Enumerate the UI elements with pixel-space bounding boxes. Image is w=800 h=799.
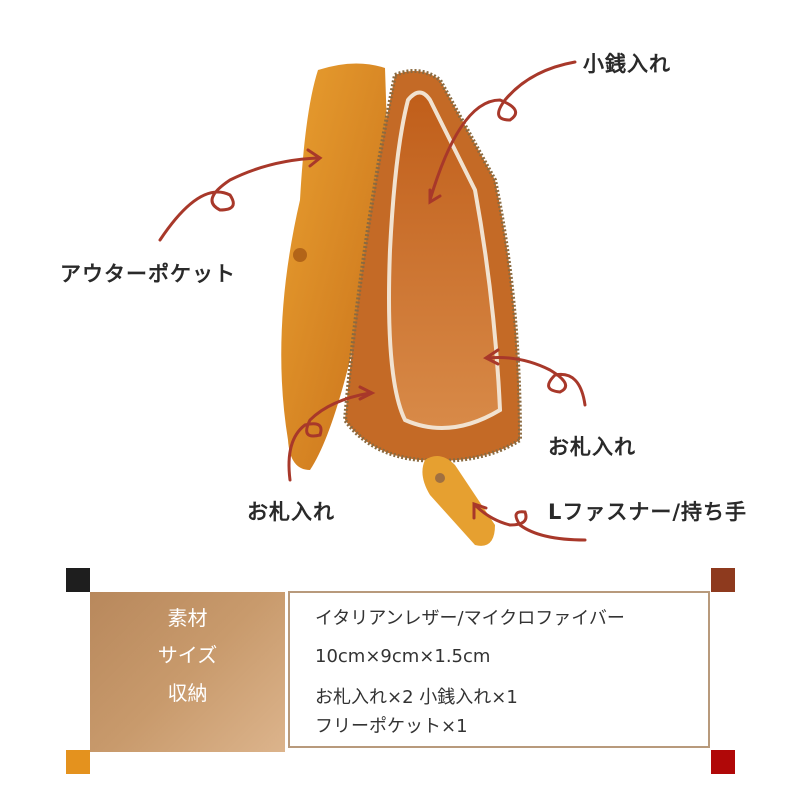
outer-pocket-flap	[281, 63, 388, 471]
wallet-photo	[158, 60, 587, 546]
spec-label-material: 素材	[167, 606, 208, 630]
spec-values-box: イタリアンレザー/マイクロファイバー 10cm×9cm×1.5cm お札入れ×2…	[288, 591, 710, 748]
spec-label-storage: 収納	[167, 681, 208, 705]
callout-bill-pocket-right: お札入れ	[548, 435, 636, 459]
snap-button	[293, 248, 307, 262]
corner-square-brown	[711, 568, 735, 592]
callout-coin-pocket: 小銭入れ	[583, 52, 671, 76]
zipper-pull-handle	[422, 456, 495, 546]
corner-square-orange	[66, 750, 90, 774]
corner-square-red	[711, 750, 735, 774]
spec-label-size: サイズ	[157, 643, 218, 667]
callout-outer-pocket: アウターポケット	[60, 262, 236, 286]
spec-value-storage-1: お札入れ×2 小銭入れ×1	[315, 687, 518, 708]
spec-labels-panel: 素材 サイズ 収納	[90, 592, 285, 752]
spec-value-material: イタリアンレザー/マイクロファイバー	[315, 608, 625, 629]
spec-value-storage-2: フリーポケット×1	[315, 716, 468, 737]
callout-arrows	[158, 60, 587, 542]
spec-value-size: 10cm×9cm×1.5cm	[315, 646, 491, 667]
callout-bill-pocket-left: お札入れ	[247, 500, 335, 524]
callout-zipper-handle: Lファスナー/持ち手	[548, 500, 748, 524]
corner-square-black	[66, 568, 90, 592]
inner-pocket	[387, 90, 503, 430]
